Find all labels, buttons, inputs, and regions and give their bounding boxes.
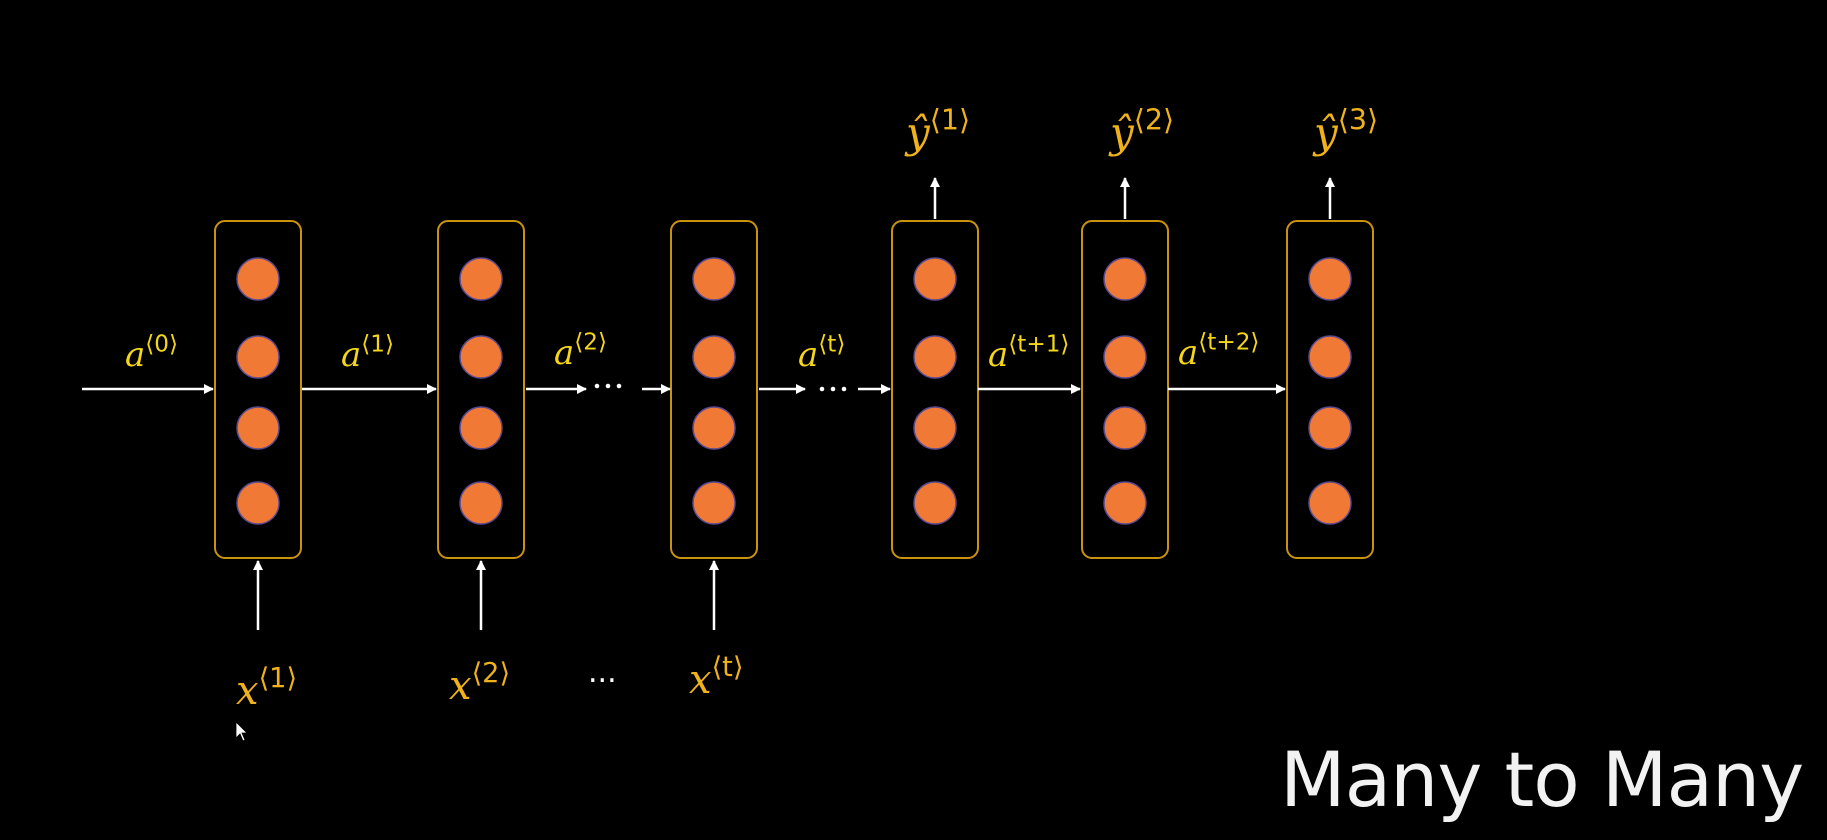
neuron [236, 335, 280, 379]
neuron [236, 406, 280, 450]
cell-box [1286, 220, 1374, 559]
neuron [913, 481, 957, 525]
neuron [692, 335, 736, 379]
cell-out-1 [891, 220, 979, 559]
neuron [1103, 406, 1147, 450]
activation-label-5: a⟨t+2⟩ [1178, 330, 1259, 373]
neuron [1103, 481, 1147, 525]
neuron [692, 257, 736, 301]
activation-label-0: a⟨0⟩ [125, 332, 178, 375]
neuron [459, 406, 503, 450]
cell-2 [437, 220, 525, 559]
activation-ellipsis-1 [594, 383, 622, 389]
activation-label-2: a⟨2⟩ [554, 330, 607, 373]
neuron [1308, 481, 1352, 525]
input-ellipsis: ... [588, 655, 617, 690]
output-label-3: ŷ⟨3⟩ [1312, 102, 1378, 157]
input-label-1: x⟨1⟩ [236, 663, 297, 714]
neuron [1103, 257, 1147, 301]
activation-label-3: a⟨t⟩ [798, 332, 845, 375]
neuron [1308, 335, 1352, 379]
neuron [236, 257, 280, 301]
output-label-2: ŷ⟨2⟩ [1108, 102, 1174, 157]
neuron [913, 335, 957, 379]
neuron [913, 406, 957, 450]
neuron [1308, 406, 1352, 450]
neuron [692, 406, 736, 450]
diagram-title: Many to Many [1280, 735, 1804, 824]
activation-label-4: a⟨t+1⟩ [988, 332, 1069, 375]
output-label-1: ŷ⟨1⟩ [904, 102, 970, 157]
neuron [692, 481, 736, 525]
activation-label-1: a⟨1⟩ [341, 332, 394, 375]
neuron [1103, 335, 1147, 379]
cell-t [670, 220, 758, 559]
neuron [459, 335, 503, 379]
activation-ellipsis-2 [819, 386, 847, 392]
cell-box [214, 220, 302, 559]
cell-out-3 [1286, 220, 1374, 559]
mouse-cursor-icon [235, 721, 248, 742]
neuron [1308, 257, 1352, 301]
neuron [459, 257, 503, 301]
cell-1 [214, 220, 302, 559]
cell-box [670, 220, 758, 559]
neuron [459, 481, 503, 525]
cell-out-2 [1081, 220, 1169, 559]
neuron [236, 481, 280, 525]
input-label-2: x⟨2⟩ [449, 658, 510, 709]
neuron [913, 257, 957, 301]
cell-box [437, 220, 525, 559]
input-label-3: x⟨t⟩ [689, 652, 743, 703]
